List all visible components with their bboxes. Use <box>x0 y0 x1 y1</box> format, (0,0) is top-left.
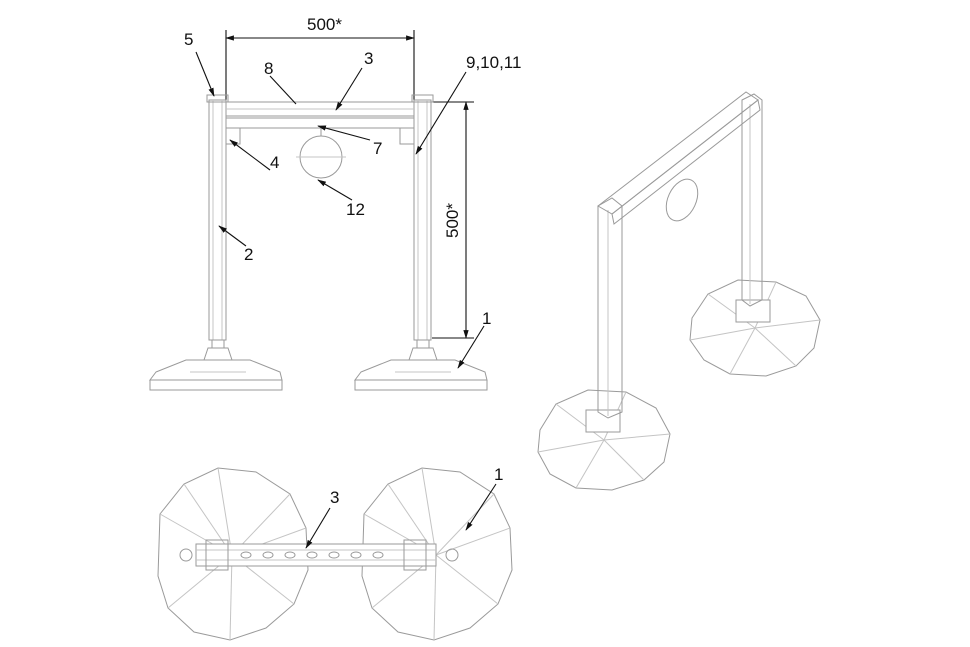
right-base <box>354 339 488 391</box>
iso-clamp <box>665 178 699 222</box>
iso-far-base <box>689 279 821 377</box>
top-beam <box>195 539 437 571</box>
callout-7: 7 <box>373 139 382 158</box>
left-post <box>206 94 229 341</box>
callout-1-top: 1 <box>482 309 491 328</box>
callout-3-bottom: 3 <box>330 488 339 507</box>
iso-near-post <box>597 197 623 419</box>
callout-1-bottom: 1 <box>494 465 503 484</box>
callout-2: 2 <box>244 245 253 264</box>
top-view: 3 1 <box>157 465 513 641</box>
width-dimension-label: 500* <box>307 15 342 34</box>
pipe-clamp <box>296 128 346 179</box>
callout-9-10-11: 9,10,11 <box>466 53 521 72</box>
callout-12: 12 <box>346 200 365 219</box>
iso-beam <box>597 91 761 225</box>
height-dimension: 500* <box>432 101 474 339</box>
callout-3-top: 3 <box>364 49 373 68</box>
front-view: 500* 500* <box>149 15 521 391</box>
isometric-view <box>537 91 821 491</box>
front-leaders <box>195 51 485 369</box>
cross-beam <box>225 101 415 145</box>
left-base <box>149 339 283 391</box>
top-leaders <box>305 483 497 549</box>
iso-near-base <box>537 389 671 491</box>
callout-8: 8 <box>264 59 273 78</box>
callout-4: 4 <box>270 153 279 172</box>
height-dimension-label: 500* <box>443 203 462 238</box>
callout-5: 5 <box>184 30 193 49</box>
iso-far-post <box>741 93 763 307</box>
width-dimension: 500* <box>225 15 415 100</box>
